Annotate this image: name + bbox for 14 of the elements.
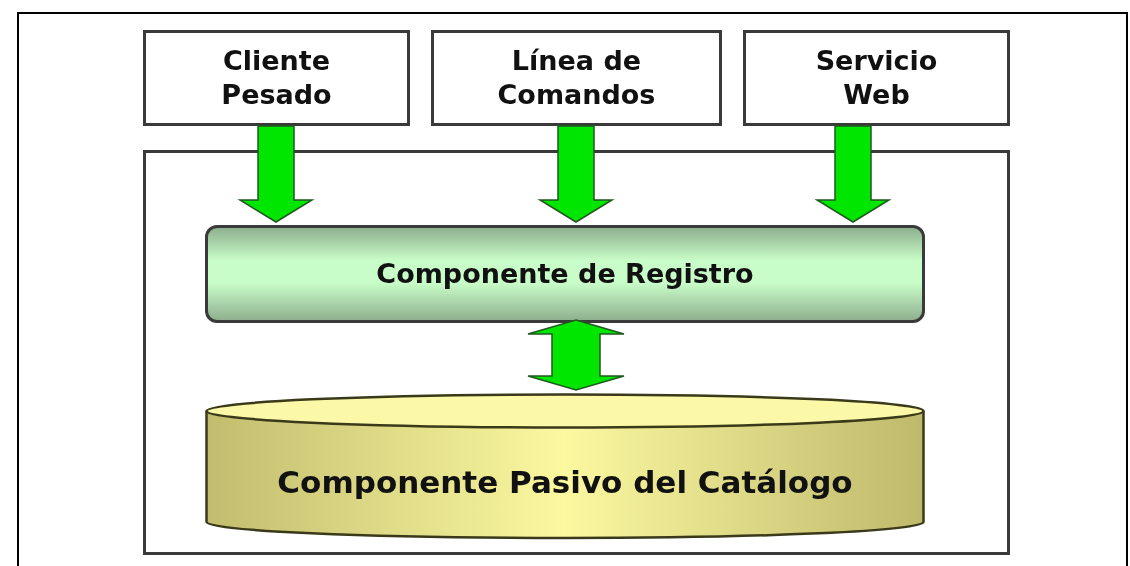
box-label: Componente Pasivo del Catálogo <box>277 463 853 502</box>
block-arrow <box>527 319 625 391</box>
process-box <box>743 30 1010 126</box>
box-label: Servicio Web <box>814 44 939 112</box>
process-box <box>143 30 410 126</box>
process-box <box>431 30 722 126</box>
block-arrow <box>814 125 892 223</box>
container-frame <box>143 150 1010 555</box>
box-label: Línea de Comandos <box>496 44 657 112</box>
box-label: Componente de Registro <box>376 257 754 291</box>
block-arrow <box>537 125 615 223</box>
box-label: Cliente Pesado <box>220 44 333 112</box>
process-box <box>205 225 925 323</box>
block-arrow <box>237 125 315 223</box>
